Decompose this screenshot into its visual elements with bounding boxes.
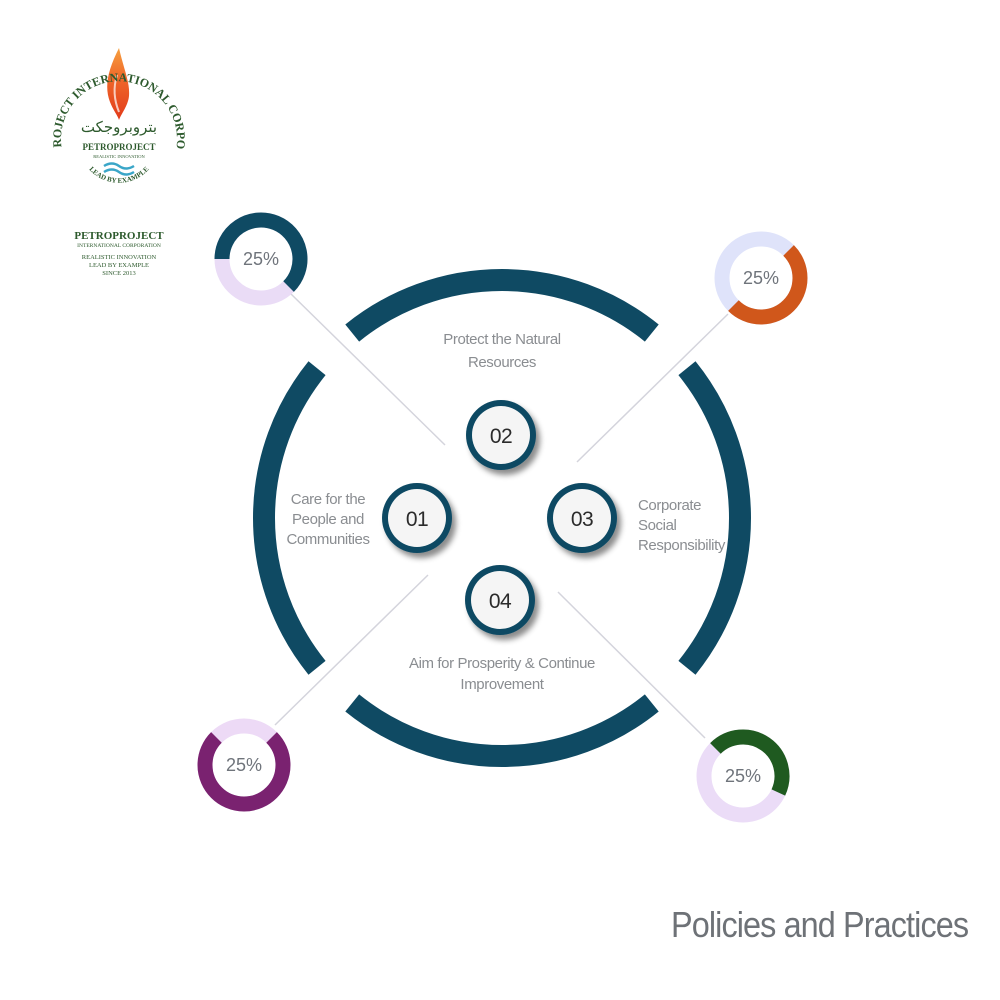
node-face — [471, 571, 529, 629]
node-number: 04 — [489, 590, 512, 613]
ring-segment — [345, 694, 659, 767]
ring-segment — [253, 361, 326, 675]
step-label-line: Corporate — [638, 497, 701, 514]
donut-chart-bottom-right: 25% — [696, 729, 790, 823]
flame-icon — [107, 48, 130, 120]
donut-chart-top-left: 25% — [214, 212, 308, 306]
ring-segment — [678, 361, 751, 675]
connector-line — [289, 292, 446, 446]
step-label-line: Protect the Natural — [443, 331, 561, 348]
logo-caption-name: PETROPROJECT — [74, 230, 164, 242]
step-label-line: Responsibility — [638, 537, 726, 554]
donut-label: 25% — [725, 766, 761, 786]
donut-chart-bottom-left: 25% — [197, 718, 291, 812]
step-node-04: 04 — [465, 565, 535, 635]
svg-text:LEAD BY EXAMPLE: LEAD BY EXAMPLE — [88, 165, 151, 185]
donut-arc — [710, 729, 790, 796]
ring-segment — [345, 269, 659, 342]
step-label-line: Aim for Prosperity & Continue — [409, 655, 595, 672]
donut-label: 25% — [226, 755, 262, 775]
node-face — [388, 489, 446, 547]
logo-motto: LEAD BY EXAMPLE — [88, 165, 151, 185]
step-label-line: Improvement — [460, 676, 544, 693]
logo-name: PETROPROJECT — [82, 142, 155, 152]
connector-line — [557, 591, 706, 739]
logo-arabic: بتروبروجكت — [81, 120, 157, 136]
step-label-line: Social — [638, 517, 677, 534]
connector-line — [274, 574, 429, 726]
node-number: 03 — [571, 508, 593, 531]
step-node-02: 02 — [466, 400, 536, 470]
donut-label: 25% — [743, 268, 779, 288]
step-label-line: People and — [292, 511, 364, 528]
logo-caption-corp: INTERNATIONAL CORPORATION — [77, 243, 161, 249]
donut-arc — [197, 732, 291, 812]
logo-caption-line: SINCE 2013 — [102, 270, 135, 277]
waves-icon — [103, 162, 135, 176]
node-face — [472, 406, 530, 464]
step-node-03: 03 — [547, 483, 617, 553]
step-label-line: Care for the — [291, 491, 365, 508]
node-number: 01 — [406, 508, 428, 531]
logo-caption-line: LEAD BY EXAMPLE — [89, 262, 149, 269]
page-title: Policies and Practices — [670, 904, 969, 945]
company-logo: PETROPROJECT INTERNATIONAL CORPORATION ب… — [0, 0, 188, 277]
step-label-line: Resources — [468, 354, 536, 371]
donut-arc — [728, 245, 808, 325]
logo-caption-line: REALISTIC INNOVATION — [82, 254, 157, 261]
node-number: 02 — [490, 425, 512, 448]
donut-label: 25% — [243, 249, 279, 269]
donut-chart-top-right: 25% — [714, 231, 808, 325]
step-label-line: Communities — [286, 531, 369, 548]
node-face — [553, 489, 611, 547]
donut-arc — [214, 212, 308, 292]
step-node-01: 01 — [382, 483, 452, 553]
connector-line — [576, 313, 729, 463]
logo-sub: REALISTIC INNOVATION — [93, 154, 145, 159]
